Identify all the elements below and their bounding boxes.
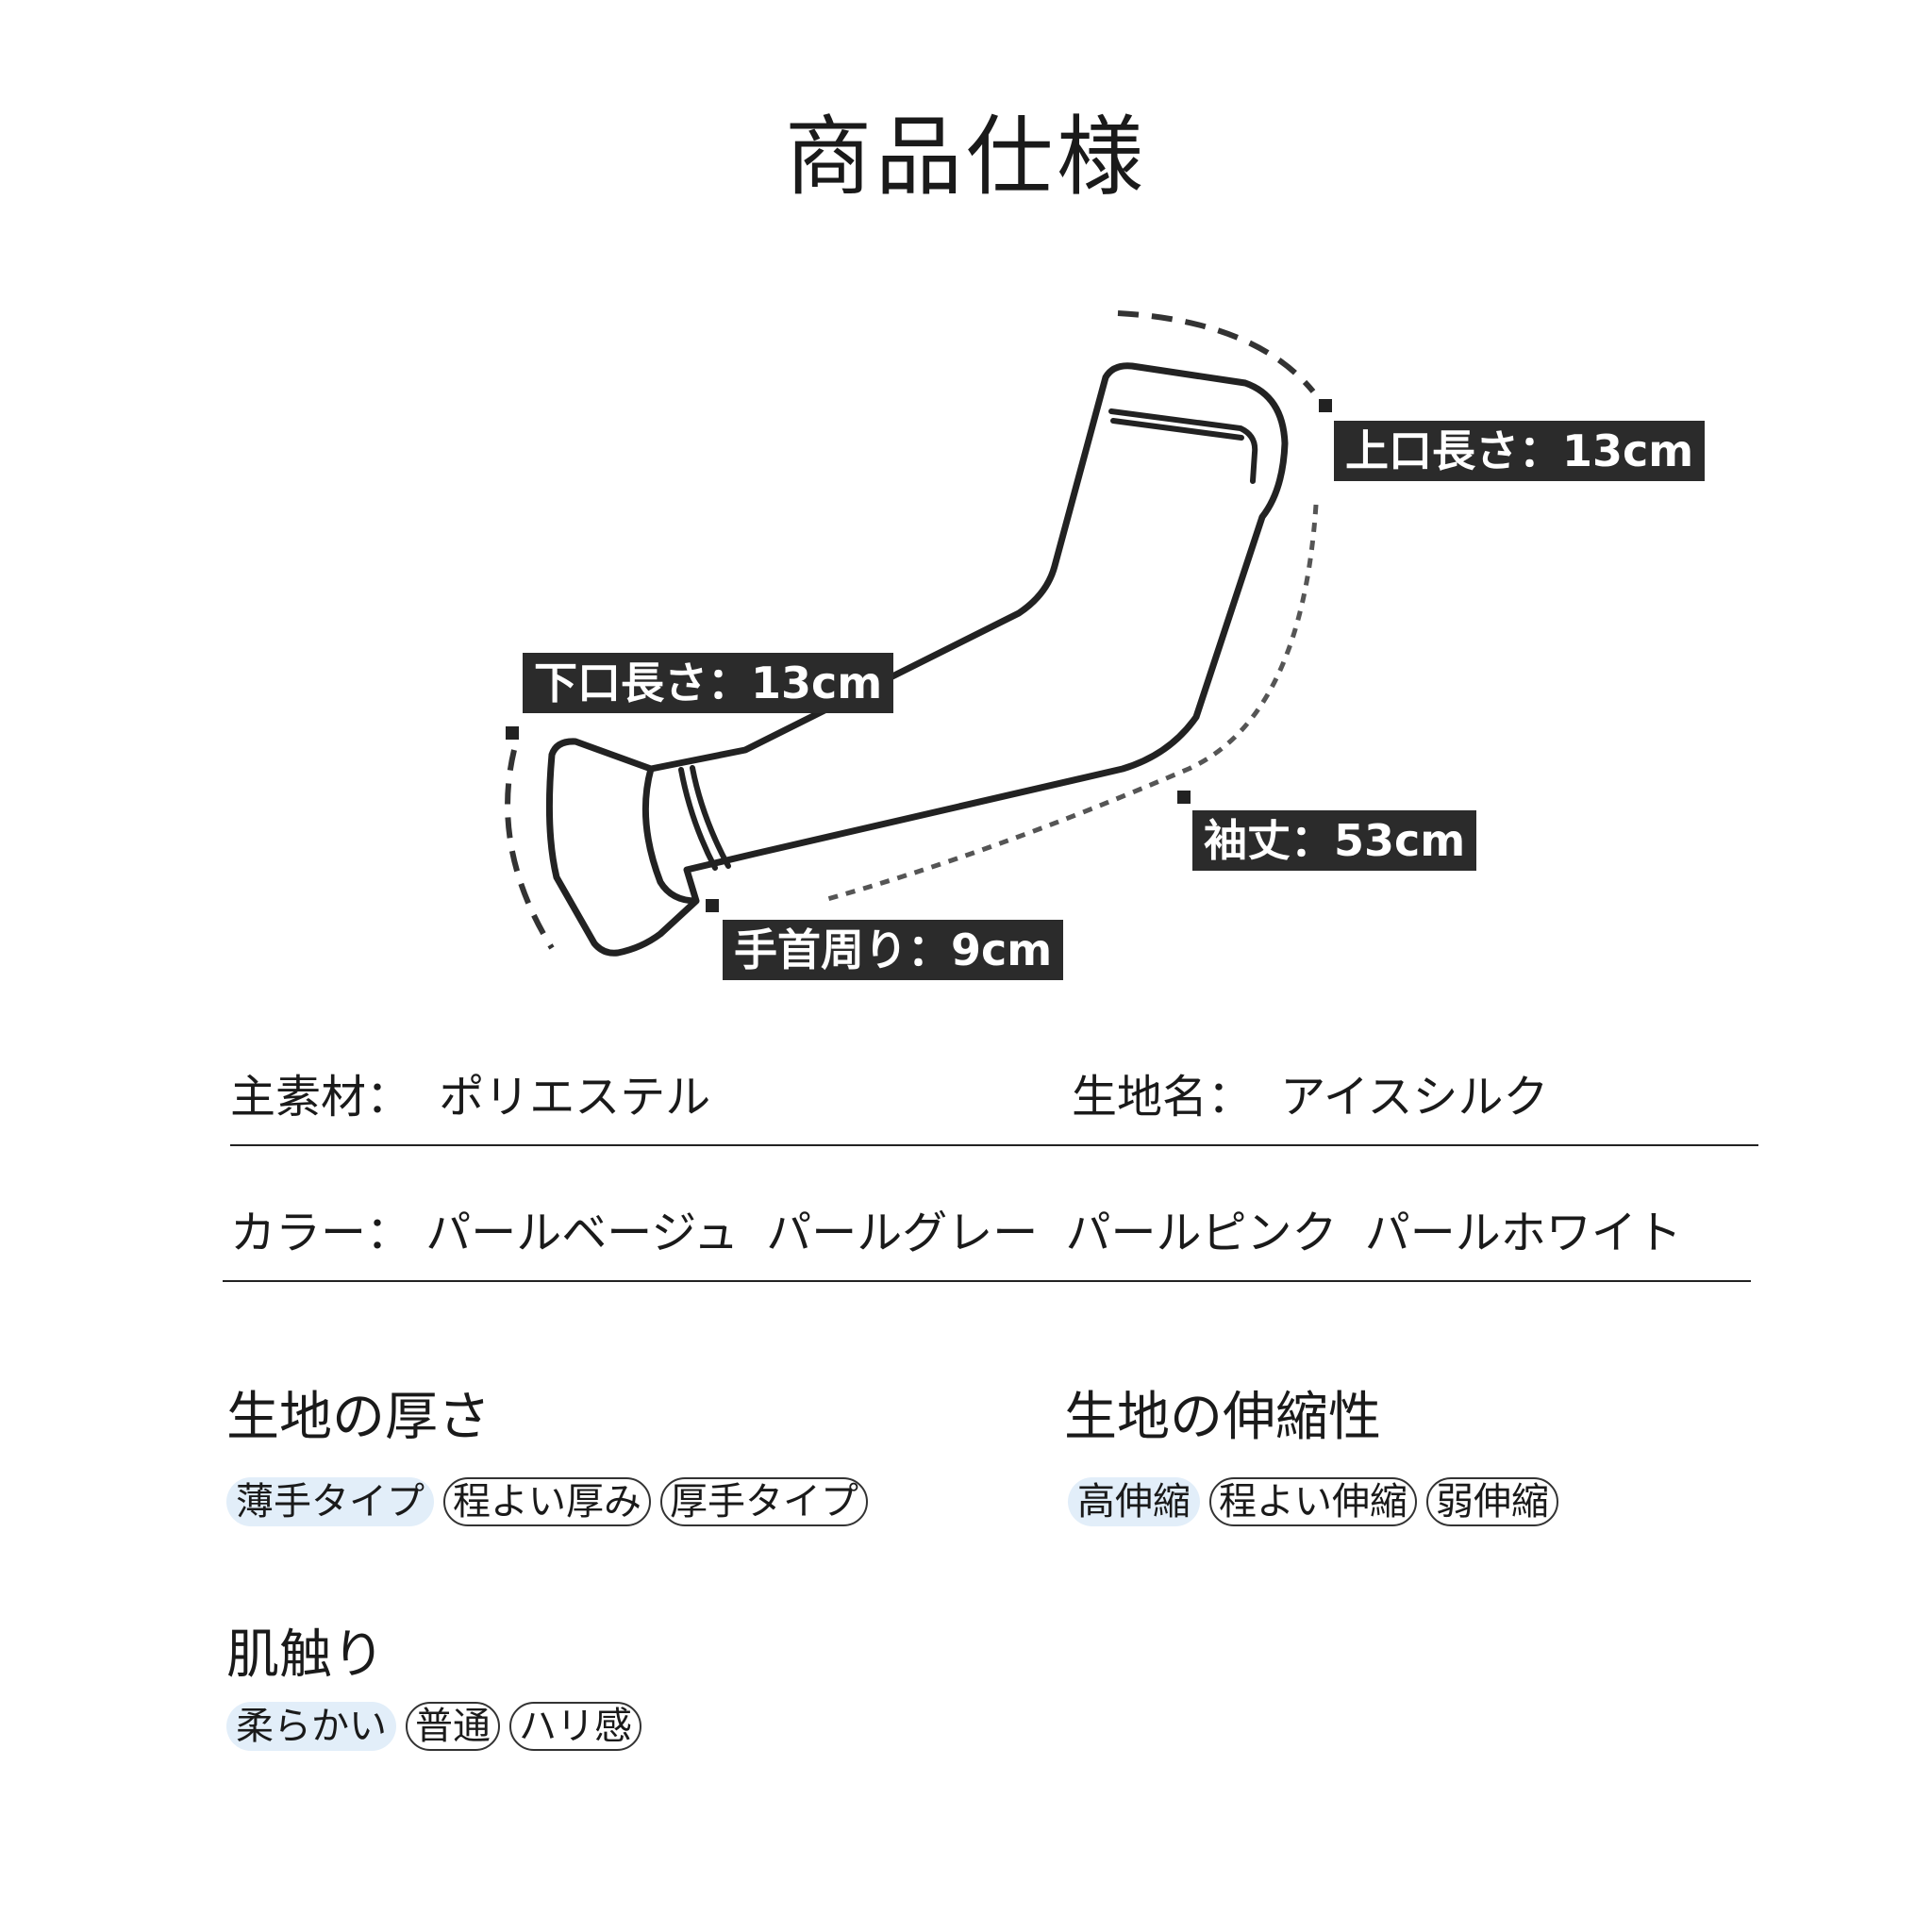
material-value: ポリエステル (439, 1071, 711, 1124)
divider-2 (223, 1280, 1751, 1282)
color-value-beige: パールベージュ (425, 1207, 739, 1259)
wrist-label: 手首周り：9cm (723, 920, 1064, 980)
material-row: 主素材： ポリエステル (230, 1069, 710, 1125)
top-opening-label: 上口長さ：13cm (1334, 421, 1706, 481)
bottom-opening-marker (506, 726, 519, 740)
page-title: 商品仕様 (784, 107, 1147, 208)
wrist-marker (706, 899, 719, 912)
top-band-inner (1110, 418, 1244, 441)
texture-option-normal: 普通 (406, 1702, 500, 1751)
sleeve-length-marker (1177, 791, 1191, 804)
stretch-title: 生地の伸縮性 (1064, 1387, 1381, 1448)
stretch-option-high: 高伸縮 (1068, 1477, 1200, 1526)
texture-title: 肌触り (226, 1624, 385, 1686)
color-label: カラー： (230, 1207, 412, 1259)
thickness-option-thick: 厚手タイプ (660, 1477, 868, 1526)
texture-option-soft: 柔らかい (226, 1702, 396, 1751)
stretch-option-medium: 程よい伸縮 (1209, 1477, 1417, 1526)
thickness-title: 生地の厚さ (226, 1387, 491, 1448)
length-measure-arc (820, 504, 1319, 904)
thickness-option-thin: 薄手タイプ (226, 1477, 434, 1526)
sleeve-outline (545, 362, 1289, 957)
color-value-pink: パールピンク (1065, 1207, 1338, 1259)
texture-options: 柔らかい 普通 ハリ感 (226, 1702, 641, 1751)
stretch-options: 高伸縮 程よい伸縮 弱伸縮 (1068, 1477, 1558, 1526)
thickness-option-medium: 程よい厚み (443, 1477, 651, 1526)
texture-option-firm: ハリ感 (509, 1702, 641, 1751)
top-band (1108, 408, 1258, 484)
arm-sleeve-diagram (505, 310, 1319, 957)
cuff-band-inner (690, 765, 731, 869)
top-opening-marker (1319, 399, 1332, 412)
fabric-label: 生地名： (1072, 1071, 1254, 1124)
top-measure-arc (1117, 310, 1316, 393)
stretch-option-low: 弱伸縮 (1426, 1477, 1558, 1526)
bottom-opening-label: 下口長さ：13cm (523, 653, 894, 713)
bottom-measure-arc (505, 749, 555, 950)
divider-1 (230, 1144, 1758, 1146)
color-row: カラー： パールベージュ パールグレー パールピンク パールホワイト (230, 1205, 1682, 1261)
color-value-gray: パールグレー (766, 1207, 1039, 1259)
color-value-white: パールホワイト (1364, 1207, 1682, 1259)
fabric-row: 生地名： アイスシルク (1072, 1069, 1548, 1125)
sleeve-length-label: 袖丈：53cm (1192, 810, 1477, 871)
cuff-seam (641, 768, 697, 905)
cuff-band (678, 767, 718, 871)
fabric-value: アイスシルク (1280, 1071, 1549, 1124)
thickness-options: 薄手タイプ 程よい厚み 厚手タイプ (226, 1477, 868, 1526)
material-label: 主素材： (230, 1071, 412, 1124)
